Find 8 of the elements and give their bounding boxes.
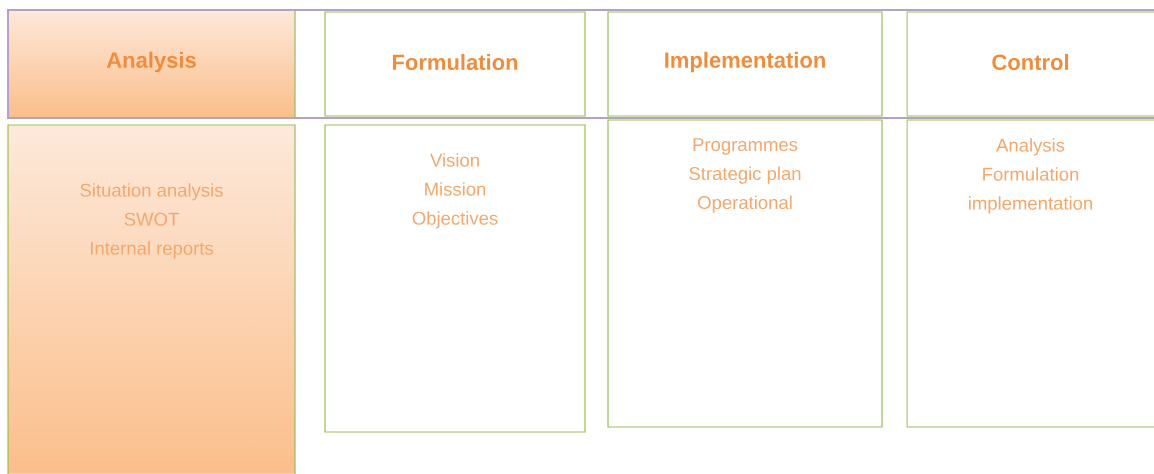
stage-header-box: Analysis — [7, 9, 296, 119]
stage-content-box: Vision Mission Objectives — [324, 124, 586, 433]
stage-header-box: Formulation — [324, 11, 586, 117]
stage-content-box: Programmes Strategic plan Operational — [607, 119, 883, 428]
stage-content-box: Analysis Formulation implementation — [906, 119, 1154, 428]
stage-header-box: Implementation — [607, 11, 883, 117]
stage-content-box: Situation analysis SWOT Internal reports — [7, 124, 296, 474]
stage-header-box: Control — [906, 11, 1154, 117]
